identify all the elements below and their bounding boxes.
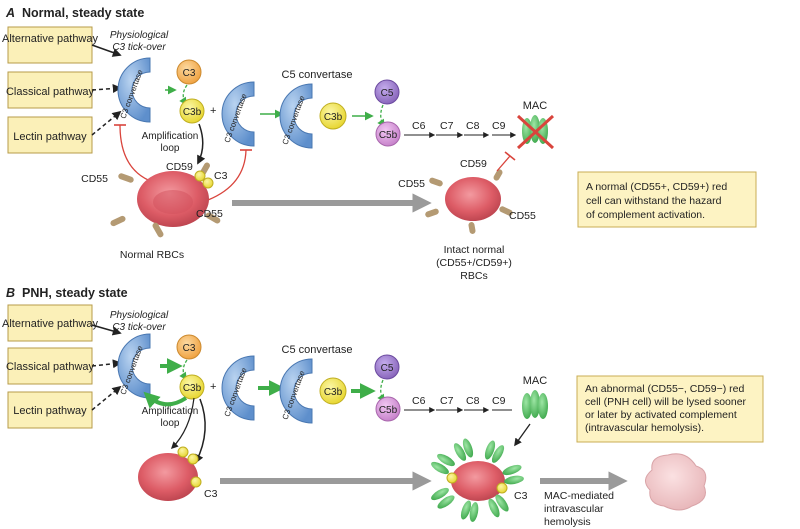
c3b-molecule-b bbox=[179, 374, 205, 400]
amplification-line-1: Amplification bbox=[142, 131, 199, 142]
mac-complex-blocked bbox=[516, 114, 555, 150]
panel-b-letter: B bbox=[6, 286, 15, 300]
classical-pathway-box-b bbox=[7, 347, 93, 385]
c5-molecule bbox=[374, 79, 400, 105]
svg-text:C3: C3 bbox=[183, 343, 196, 354]
svg-text:C3 tick-over: C3 tick-over bbox=[112, 322, 166, 333]
c3b-molecule bbox=[179, 98, 205, 124]
hemolysis-line-3: hemolysis bbox=[544, 516, 591, 528]
note-a-line-1: A normal (CD55+, CD59+) red bbox=[586, 181, 727, 193]
tickover-line-1: Physiological bbox=[110, 30, 169, 41]
c3-molecule bbox=[176, 59, 202, 85]
c3b-label: C3b bbox=[183, 107, 202, 118]
alternative-pathway-label-1: Alternative pathway bbox=[2, 33, 98, 45]
svg-text:Amplification: Amplification bbox=[142, 406, 199, 417]
cd59-label-right: CD59 bbox=[460, 158, 487, 170]
svg-text:loop: loop bbox=[161, 418, 180, 429]
cd55-label-left-1: CD55 bbox=[81, 173, 108, 185]
note-a-line-2: cell can withstand the hazard bbox=[586, 195, 722, 207]
svg-text:Physiological: Physiological bbox=[110, 310, 169, 321]
normal-rbc bbox=[110, 162, 221, 238]
lysed-rbc-ghost bbox=[645, 453, 707, 511]
svg-text:C5b: C5b bbox=[379, 405, 398, 416]
c5-label: C5 bbox=[381, 88, 394, 99]
classical-pathway-box bbox=[7, 71, 93, 109]
c3-convertase-2-b: C3 convertase bbox=[221, 355, 255, 421]
svg-text:C9: C9 bbox=[492, 395, 506, 407]
c3-convertase-alt: C3 convertase bbox=[117, 57, 151, 123]
cd59-label-left: CD59 bbox=[166, 161, 193, 173]
svg-text:C7: C7 bbox=[440, 395, 454, 407]
note-b-line-4: (intravascular hemolysis). bbox=[585, 422, 704, 434]
c3-convertase-2: C3 convertase bbox=[221, 81, 255, 147]
svg-text:C3b: C3b bbox=[324, 112, 343, 123]
cd55-label-right-1: CD55 bbox=[398, 178, 425, 190]
svg-text:C8: C8 bbox=[466, 395, 480, 407]
lectin-pathway-label: Lectin pathway bbox=[13, 131, 87, 143]
svg-text:Lectin pathway: Lectin pathway bbox=[13, 405, 87, 417]
normal-rbcs-label: Normal RBCs bbox=[120, 249, 184, 261]
svg-text:C5: C5 bbox=[381, 363, 394, 374]
alternative-pathway-box-b bbox=[7, 304, 93, 342]
c5b-molecule bbox=[375, 121, 401, 147]
c3-molecule-b bbox=[176, 334, 202, 360]
plus-sign: + bbox=[210, 105, 216, 117]
classical-pathway-label: Classical pathway bbox=[6, 86, 95, 98]
c5-convertase-title: C5 convertase bbox=[282, 69, 353, 81]
c5b-molecule-b bbox=[375, 396, 401, 422]
hemolysis-line-2: intravascular bbox=[544, 503, 604, 515]
intact-line-2: (CD55+/CD59+) bbox=[436, 257, 512, 269]
lectin-pathway-box bbox=[7, 116, 93, 154]
note-box-b bbox=[576, 375, 764, 443]
amplification-line-2: loop bbox=[161, 143, 180, 154]
note-box-a bbox=[577, 171, 757, 228]
panel-a: A Normal, steady state Alternative pathw… bbox=[2, 6, 757, 282]
cd55-label-left-2: CD55 bbox=[196, 208, 223, 220]
c3-convertase-alt-b: C3 convertase bbox=[117, 333, 151, 399]
svg-text:C3b: C3b bbox=[183, 383, 202, 394]
c3-on-lysed-rbc-label: C3 bbox=[514, 490, 528, 502]
hemolysis-line-1: MAC-mediated bbox=[544, 490, 614, 502]
svg-text:+: + bbox=[210, 381, 216, 393]
note-a-line-3: of complement activation. bbox=[586, 209, 705, 221]
c6-label: C6 bbox=[412, 120, 426, 132]
intact-line-1: Intact normal bbox=[444, 244, 505, 256]
svg-text:C3b: C3b bbox=[324, 387, 343, 398]
c9-label: C9 bbox=[492, 120, 506, 132]
svg-text:C5 convertase: C5 convertase bbox=[282, 344, 353, 356]
cd55-label-right-2: CD55 bbox=[509, 210, 536, 222]
note-b-line-2: cell (PNH cell) will be lysed sooner bbox=[585, 396, 747, 408]
panel-b-title: PNH, steady state bbox=[22, 286, 128, 300]
svg-text:Alternative pathway: Alternative pathway bbox=[2, 318, 98, 330]
c5-molecule-b bbox=[374, 354, 400, 380]
note-b-line-3: or later by activated complement bbox=[585, 409, 737, 421]
svg-text:MAC: MAC bbox=[523, 375, 548, 387]
c5-convertase: C3 convertase C3b bbox=[279, 83, 347, 149]
intact-line-3: RBCs bbox=[460, 270, 487, 282]
panel-a-title: Normal, steady state bbox=[22, 6, 144, 20]
svg-text:C6: C6 bbox=[412, 395, 426, 407]
panel-b: B PNH, steady state Alternative pathway … bbox=[2, 286, 764, 528]
lectin-pathway-box-b bbox=[7, 391, 93, 429]
c3-label: C3 bbox=[183, 68, 196, 79]
c7-label: C7 bbox=[440, 120, 454, 132]
c3-on-rbc-label: C3 bbox=[214, 170, 228, 182]
panel-a-letter: A bbox=[5, 6, 15, 20]
alternative-pathway-box bbox=[7, 26, 93, 64]
pnh-rbc bbox=[138, 446, 202, 501]
svg-text:Classical pathway: Classical pathway bbox=[6, 361, 95, 373]
c3-on-pnh-rbc-label: C3 bbox=[204, 488, 218, 500]
note-b-line-1: An abnormal (CD55−, CD59−) red bbox=[585, 383, 744, 395]
tickover-line-2: C3 tick-over bbox=[112, 42, 166, 53]
c8-label: C8 bbox=[466, 120, 480, 132]
pnh-rbc-with-mac bbox=[431, 438, 524, 522]
mac-complex bbox=[522, 390, 548, 419]
intact-rbc bbox=[425, 169, 513, 234]
mac-label: MAC bbox=[523, 100, 548, 112]
c5-convertase-b: C3 convertase C3b bbox=[279, 358, 347, 424]
c5b-label: C5b bbox=[379, 130, 398, 141]
